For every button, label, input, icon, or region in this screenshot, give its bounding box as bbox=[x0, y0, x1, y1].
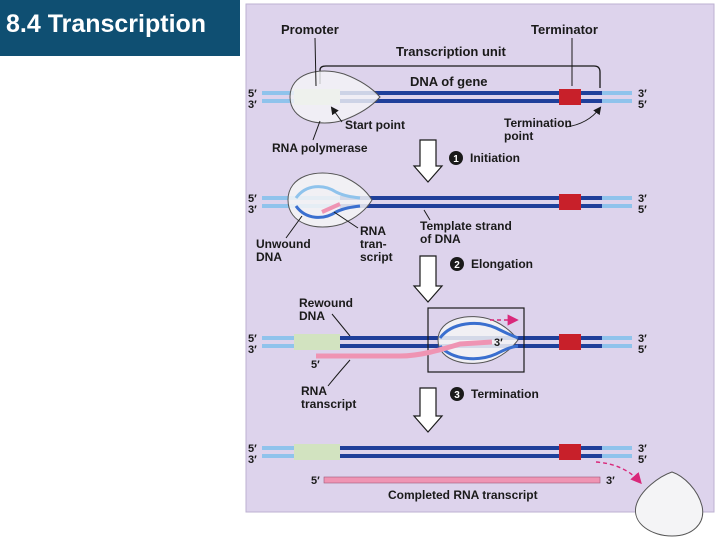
termination-point-pointer bbox=[565, 106, 602, 128]
start-point-pointer bbox=[330, 106, 343, 123]
three-prime-label-right: 3′ bbox=[638, 193, 647, 205]
step-2-label: Elongation bbox=[471, 257, 533, 271]
rna-polymerase-pointer bbox=[312, 120, 321, 141]
elongation-zoom-box bbox=[427, 307, 525, 373]
template-strand-label-1: Template strand bbox=[420, 219, 512, 233]
five-prime-label: 5′ bbox=[248, 88, 257, 100]
step-3-badge bbox=[450, 387, 464, 401]
slide-title-box: 8.4 Transcription bbox=[0, 0, 240, 56]
rna-polymerase-label: RNA polymerase bbox=[272, 141, 368, 155]
dna-bottom-strand-dark bbox=[340, 99, 602, 103]
completed-rna-five-prime: 5′ bbox=[311, 475, 320, 487]
unwound-dna-bottom bbox=[294, 204, 361, 219]
unwound-dna-label-1: Unwound bbox=[256, 237, 311, 251]
three-prime-label: 3′ bbox=[248, 454, 257, 466]
three-prime-label-right: 3′ bbox=[638, 443, 647, 455]
three-prime-label: 3′ bbox=[248, 204, 257, 216]
rna-transcript-b-label-2: transcript bbox=[301, 397, 356, 411]
slide-title: 8.4 Transcription bbox=[6, 10, 207, 38]
step-2-badge bbox=[450, 257, 464, 271]
three-prime-label: 3′ bbox=[248, 344, 257, 356]
completed-rna-three-prime: 3′ bbox=[606, 475, 615, 487]
dna-top-strand-dark bbox=[340, 446, 602, 450]
promoter-pointer bbox=[314, 37, 317, 87]
terminator-region bbox=[559, 194, 581, 210]
completed-rna-label: Completed RNA transcript bbox=[388, 488, 538, 502]
transcription-unit-bracket bbox=[319, 65, 601, 88]
rewound-dna-label-2: DNA bbox=[299, 309, 325, 323]
unwound-dna-top bbox=[438, 321, 519, 340]
terminator-region bbox=[559, 444, 581, 460]
transcription-unit-label: Transcription unit bbox=[396, 44, 506, 59]
promoter-region bbox=[294, 334, 340, 350]
completed-rna-transcript bbox=[323, 476, 601, 484]
stage-initiation: 5′ 3′ 3′ 5′ Unwound DNA RNA tran- script… bbox=[248, 172, 647, 264]
terminator-region bbox=[559, 334, 581, 350]
step-1-badge bbox=[449, 151, 463, 165]
polymerase-release-arrow bbox=[595, 461, 642, 485]
three-prime-label-right: 3′ bbox=[638, 333, 647, 345]
unwound-dna-top bbox=[294, 185, 361, 200]
start-point-label: Start point bbox=[345, 118, 405, 132]
step-1-arrow bbox=[412, 139, 444, 183]
rna-transcript-b-label-1: RNA bbox=[301, 384, 327, 398]
rna-transcript-label-1: RNA bbox=[360, 224, 386, 238]
rna-transcript-pointer bbox=[333, 211, 359, 229]
dna-bottom-strand-dark bbox=[340, 454, 602, 458]
rewound-dna-label-1: Rewound bbox=[299, 296, 353, 310]
step-3-label: Termination bbox=[471, 387, 539, 401]
stage-gene: Promoter Terminator Transcription unit D… bbox=[248, 22, 647, 155]
five-prime-label-right: 5′ bbox=[638, 344, 647, 356]
unwound-dna-pointer bbox=[285, 215, 303, 239]
rna-transcript-label-3: script bbox=[360, 250, 393, 264]
rna-transcript-short bbox=[321, 202, 341, 214]
five-prime-label: 5′ bbox=[248, 443, 257, 455]
step-3: 3 Termination bbox=[412, 387, 539, 433]
unwound-dna-bottom bbox=[438, 344, 519, 361]
step-2-number: 2 bbox=[454, 260, 460, 271]
termination-point-label-1: Termination bbox=[504, 116, 572, 130]
template-strand-label-2: of DNA bbox=[420, 232, 461, 246]
step-1: 1 Initiation bbox=[412, 139, 520, 183]
three-prime-label-right: 3′ bbox=[638, 88, 647, 100]
stage-elongation: Rewound DNA 3′ 5′ 5′ 3′ 3′ 5′ RNA transc… bbox=[248, 296, 647, 411]
three-prime-label: 3′ bbox=[248, 99, 257, 111]
dna-of-gene-label: DNA of gene bbox=[410, 74, 488, 89]
step-1-number: 1 bbox=[453, 154, 459, 165]
promoter-region bbox=[294, 444, 340, 460]
released-rna-polymerase bbox=[635, 471, 704, 537]
promoter-label: Promoter bbox=[281, 22, 339, 37]
terminator-region bbox=[559, 89, 581, 105]
five-prime-label-right: 5′ bbox=[638, 454, 647, 466]
dna-top-strand-dark bbox=[340, 91, 602, 95]
step-3-arrow bbox=[412, 387, 444, 433]
template-strand-pointer bbox=[423, 209, 431, 221]
five-prime-label-right: 5′ bbox=[638, 99, 647, 111]
step-2: 2 Elongation bbox=[412, 255, 533, 303]
rna-three-prime-end: 3′ bbox=[494, 337, 503, 349]
rewound-dna-pointer bbox=[331, 313, 351, 337]
rna-polymerase-shape bbox=[289, 70, 381, 124]
dna-top-strand-dark bbox=[340, 196, 602, 200]
terminator-label: Terminator bbox=[531, 22, 598, 37]
stage-termination: 5′ 3′ 3′ 5′ 5′ 3′ Completed RNA transcri… bbox=[248, 443, 704, 537]
step-2-arrow bbox=[412, 255, 444, 303]
five-prime-label: 5′ bbox=[248, 193, 257, 205]
step-1-label: Initiation bbox=[470, 151, 520, 165]
five-prime-label-right: 5′ bbox=[638, 204, 647, 216]
dna-bottom-strand-dark bbox=[340, 204, 602, 208]
step-3-number: 3 bbox=[454, 390, 460, 401]
rna-transcript-b-pointer bbox=[327, 359, 351, 387]
five-prime-label: 5′ bbox=[248, 333, 257, 345]
unwound-dna-label-2: DNA bbox=[256, 250, 282, 264]
rna-five-prime-end: 5′ bbox=[311, 359, 320, 371]
elongating-rna-transcript bbox=[316, 339, 493, 359]
termination-point-label-2: point bbox=[504, 129, 533, 143]
rna-transcript-label-2: tran- bbox=[360, 237, 387, 251]
